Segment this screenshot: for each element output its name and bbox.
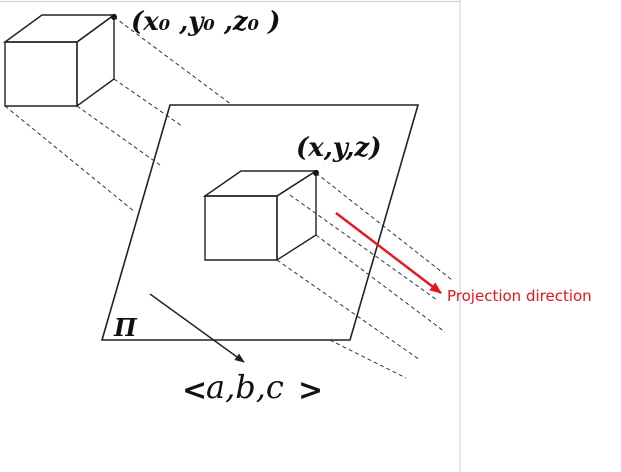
frame-lines xyxy=(0,0,461,472)
image-cube xyxy=(202,169,319,262)
projection-direction-label: Projection direction xyxy=(447,287,592,305)
image-point-label: (x,y,z) xyxy=(296,133,382,163)
dashed-projectors-source xyxy=(4,16,233,213)
vector-label: a,b,c xyxy=(206,368,284,406)
plane-label: Π xyxy=(113,313,138,342)
source-cube xyxy=(2,13,117,108)
projection-direction-arrow xyxy=(335,212,442,294)
dashed-projectors-image xyxy=(276,172,453,379)
vector-close-bracket: > xyxy=(298,373,323,408)
source-point-label: (x₀ ,y₀ ,z₀ ) xyxy=(131,7,280,37)
vector-open-bracket: < xyxy=(182,373,207,408)
projection-plane xyxy=(100,104,420,341)
direction-vector-arrow xyxy=(149,293,245,363)
